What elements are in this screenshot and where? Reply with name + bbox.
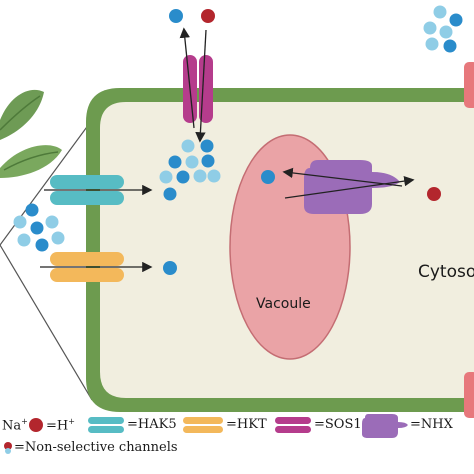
nhx-transporter-icon [282,160,415,214]
legend-na-sup: + [21,417,28,426]
legend-hkt-icon [183,417,223,433]
legend-na-text: Na [2,418,22,434]
legend-hak5-label: =HAK5 [127,417,177,432]
cytosol-label: Cytoso [418,262,474,282]
legend-h-ion-icon [29,418,43,432]
legend-nhx-icon [362,414,408,438]
h-ion-icon [427,187,441,201]
legend-hak5-icon [88,417,124,433]
legend [4,414,408,454]
na-ion-cluster-outside [13,203,65,252]
legend-h-label: =H+ [46,417,75,433]
na-ion-cluster-top-right [423,5,463,53]
leaf-icon [0,89,62,178]
na-ion-icon [261,170,275,184]
zoom-line-bottom [0,244,93,401]
right-edge-transporter-bottom [464,372,474,418]
legend-nonselective-label: =Non-selective channels [14,440,178,455]
legend-h-text: =H [46,418,69,434]
na-ion-cluster-inside [159,139,221,201]
na-ion-icon [169,9,183,23]
hkt-transporter-icon [40,252,153,282]
legend-nonselective-icon [4,442,12,450]
vacuole-label: Vacoule [256,296,311,312]
na-ion-icon [163,261,177,275]
legend-sos1-icon [275,417,311,433]
legend-h-sup: + [68,417,75,426]
legend-na-label: Na+ [2,417,28,433]
h-ion-icon [201,9,215,23]
legend-nhx-label: =NHX [410,417,453,432]
sos1-transporter-icon [179,27,213,143]
legend-hkt-label: =HKT [226,417,267,432]
legend-sos1-label: =SOS1 [314,417,362,432]
hak5-transporter-icon [44,175,153,205]
right-edge-transporter-top [464,62,474,108]
legend-nonselective-icon-inner [5,448,11,454]
